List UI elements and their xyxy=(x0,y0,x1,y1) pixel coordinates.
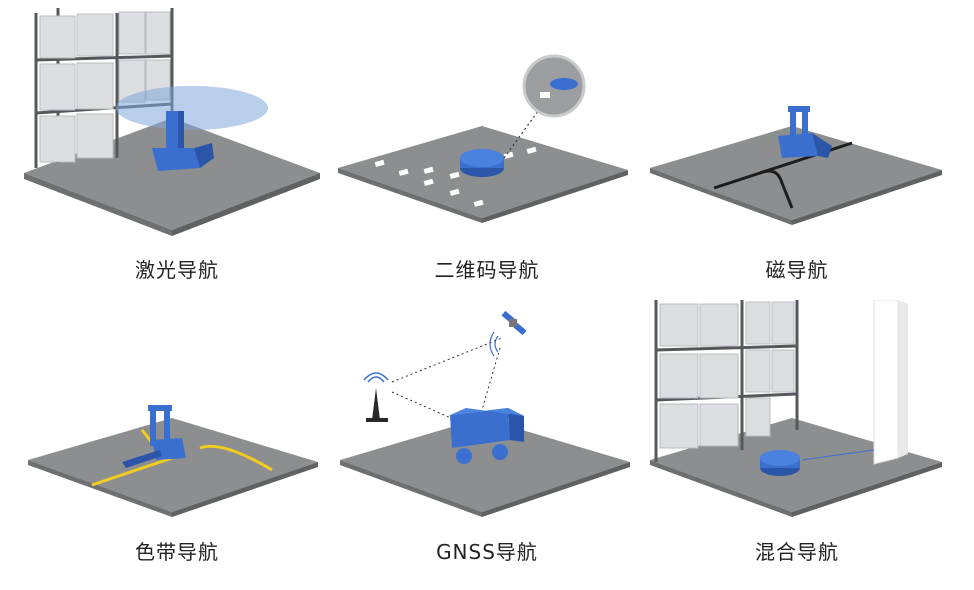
pillar xyxy=(873,300,908,465)
forklift-robot xyxy=(778,106,832,158)
nav-card-hybrid: 混合导航 xyxy=(642,300,952,590)
satellite-icon xyxy=(501,310,527,336)
hybrid-agv-robot xyxy=(760,450,800,476)
nav-card-qrcode: 二维码导航 xyxy=(332,8,642,298)
nav-label-laser: 激光导航 xyxy=(135,258,219,282)
signal-tower-icon xyxy=(366,388,388,422)
nav-card-laser: 激光导航 xyxy=(22,8,332,298)
forklift-robot xyxy=(122,405,186,468)
qr-markers xyxy=(374,146,537,207)
laser-scan-area xyxy=(116,86,268,130)
nav-label-hybrid: 混合导航 xyxy=(755,540,839,564)
nav-label-magnetic: 磁导航 xyxy=(765,258,829,282)
tower-waves xyxy=(363,372,389,383)
nav-card-gnss: GNSS导航 xyxy=(332,300,642,590)
zoom-inset xyxy=(522,54,586,118)
forklift-robot xyxy=(152,111,214,171)
nav-label-gnss: GNSS导航 xyxy=(436,540,538,564)
gnss-navigation-illustration xyxy=(332,300,642,535)
nav-label-colortape: 色带导航 xyxy=(135,540,219,564)
hybrid-navigation-illustration xyxy=(642,300,952,535)
magnetic-navigation-illustration xyxy=(642,8,952,243)
qr-agv-robot xyxy=(460,149,504,177)
nav-label-qrcode: 二维码导航 xyxy=(434,258,540,282)
gnss-vehicle xyxy=(450,408,524,464)
qrcode-navigation-illustration xyxy=(332,8,642,243)
laser-navigation-illustration xyxy=(22,8,332,243)
nav-card-magnetic: 磁导航 xyxy=(642,8,952,298)
colortape-navigation-illustration xyxy=(22,300,332,535)
nav-card-colortape: 色带导航 xyxy=(22,300,332,590)
satellite-waves xyxy=(489,331,499,357)
